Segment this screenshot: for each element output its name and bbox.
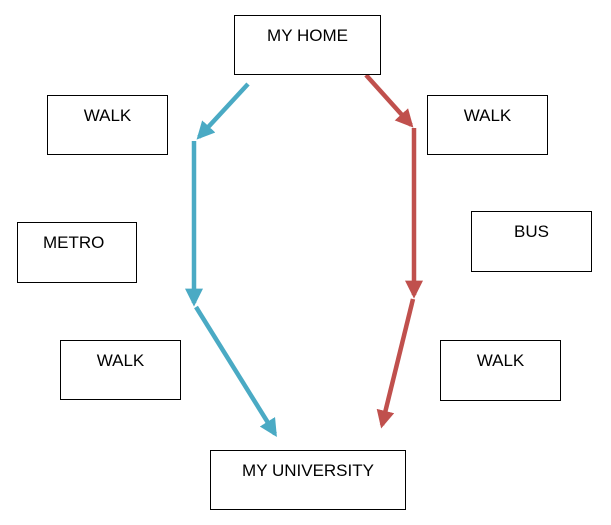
node-bus: BUS bbox=[471, 211, 592, 272]
node-right-walk-2-label: WALK bbox=[476, 351, 525, 370]
node-my-home-label: MY HOME bbox=[267, 26, 348, 45]
right-arrow-home-to-walk bbox=[364, 73, 414, 128]
node-left-walk-1-label: WALK bbox=[83, 106, 132, 125]
node-left-walk-1: WALK bbox=[47, 95, 168, 155]
node-metro-label: METRO bbox=[43, 233, 105, 252]
node-my-home: MY HOME bbox=[234, 15, 381, 75]
right-arrow-bus-to-university bbox=[376, 298, 416, 429]
node-bus-label: BUS bbox=[514, 222, 549, 241]
node-right-walk-1: WALK bbox=[427, 95, 548, 155]
left-arrow-home-to-walk bbox=[196, 82, 250, 140]
left-arrow-metro-to-university bbox=[194, 305, 277, 438]
node-left-walk-2: WALK bbox=[60, 340, 181, 400]
node-right-walk-2: WALK bbox=[440, 340, 561, 401]
node-metro: METRO bbox=[17, 222, 137, 283]
node-my-university-label: MY UNIVERSITY bbox=[242, 461, 374, 480]
node-my-university: MY UNIVERSITY bbox=[210, 450, 406, 510]
node-right-walk-1-label: WALK bbox=[463, 106, 512, 125]
node-left-walk-2-label: WALK bbox=[96, 351, 145, 370]
